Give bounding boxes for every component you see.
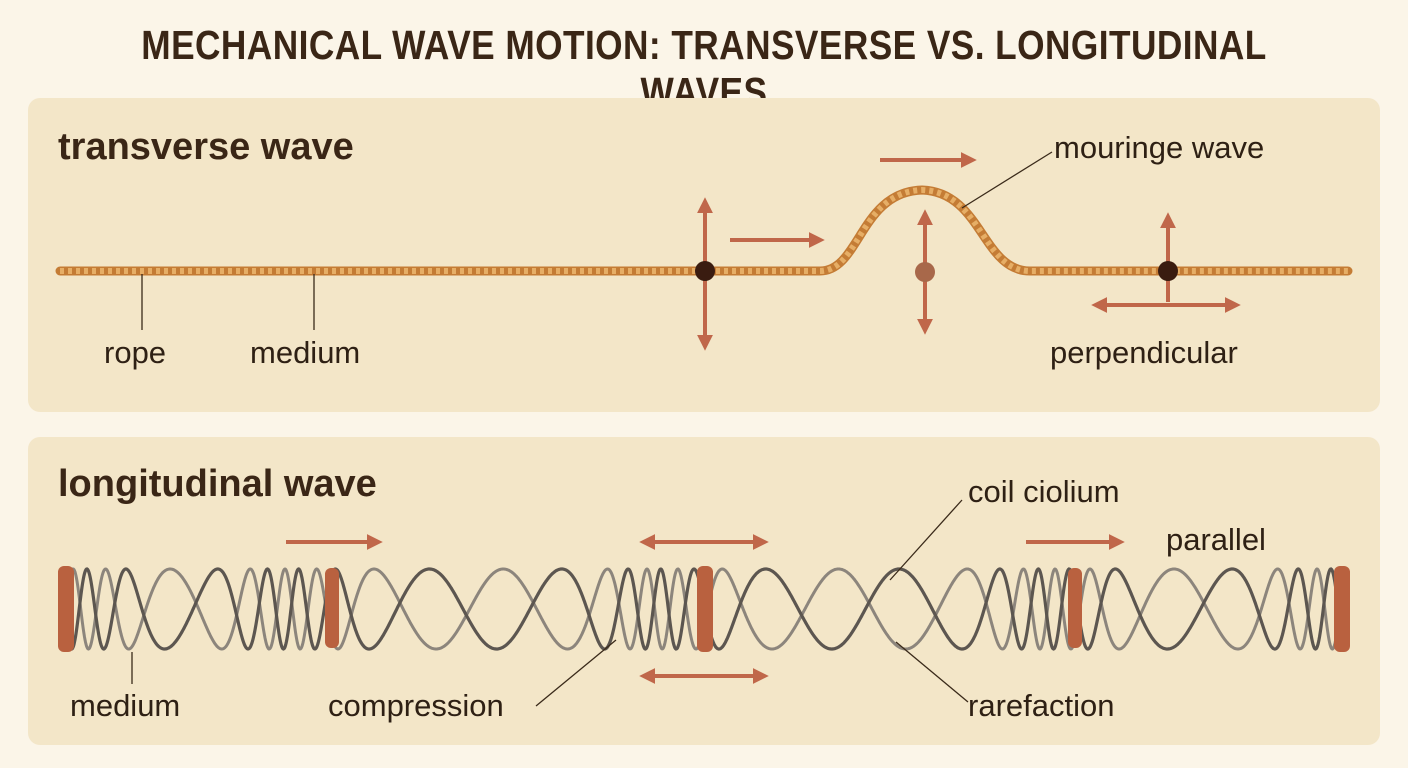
medium-label: medium [250,335,361,370]
parallel-label: parallel [1166,522,1266,557]
moving-wave-leader [961,151,1053,209]
spring-plates [58,566,1350,652]
moving-wave-label: mouringe wave [1054,130,1265,165]
page-title: MECHANICAL WAVE MOTION: TRANSVERSE VS. L… [141,22,1267,115]
compression-label: compression [328,688,504,723]
rarefaction-leader [895,641,969,703]
transverse-panel: transverse wave [28,98,1380,412]
perpendicular-label: perpendicular [1050,335,1238,370]
particle-crest [915,209,935,335]
rope-label: rope [104,335,167,370]
coil-leader [889,499,963,581]
longitudinal-heading: longitudinal wave [58,463,377,505]
particle-left [695,197,715,351]
particle-right [1091,212,1241,313]
rarefaction-label: rarefaction [968,688,1115,723]
compression-leader [535,639,617,707]
coil-label: coil ciolium [968,474,1120,509]
long-medium-label: medium [70,688,181,723]
transverse-heading: transverse wave [58,126,354,168]
rope [55,185,1353,276]
